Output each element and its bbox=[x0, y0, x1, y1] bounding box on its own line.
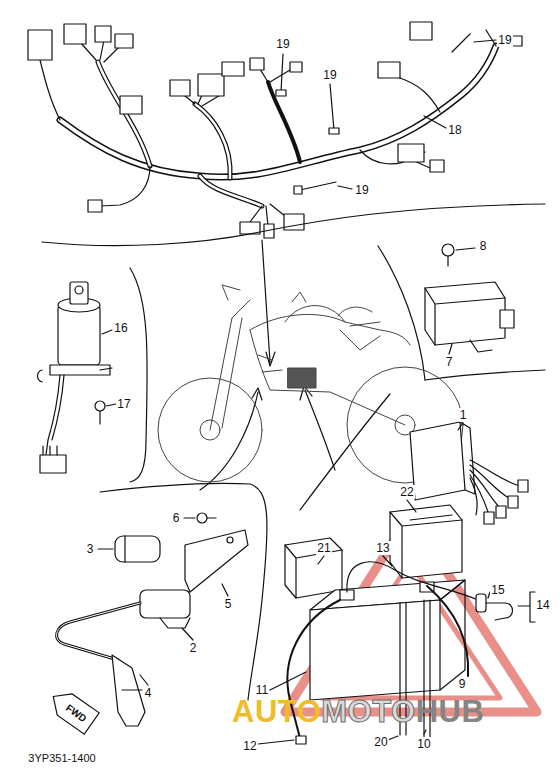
callout-number: 7 bbox=[445, 355, 454, 369]
callout-number: 13 bbox=[375, 541, 390, 555]
callout-number: 22 bbox=[399, 485, 414, 499]
callout-number: 9 bbox=[458, 677, 467, 691]
callout-number: 14 bbox=[535, 598, 550, 612]
callout-number: 19 bbox=[275, 37, 290, 51]
main-switch bbox=[38, 282, 117, 473]
wire-clamp bbox=[276, 34, 496, 194]
callout-number: 16 bbox=[113, 321, 128, 335]
callout-number: 8 bbox=[479, 239, 488, 253]
callout-number: 17 bbox=[116, 397, 131, 411]
panel-outline bbox=[42, 204, 545, 700]
part-code: 3YP351-1400 bbox=[27, 752, 96, 764]
callout-number: 15 bbox=[490, 583, 505, 597]
callout-number: 3 bbox=[86, 542, 95, 556]
watermark: HUB bbox=[416, 694, 485, 730]
callout-number: 19 bbox=[354, 183, 369, 197]
arrow-shape bbox=[45, 686, 98, 734]
wire-harness bbox=[28, 22, 522, 238]
watermark: MOTO bbox=[321, 694, 415, 730]
callout-number: 18 bbox=[447, 123, 462, 137]
callout-number: 10 bbox=[416, 737, 431, 751]
watermark: AUTO bbox=[232, 694, 321, 730]
callout-number: 4 bbox=[144, 686, 153, 700]
callout-number: 1 bbox=[459, 408, 468, 422]
callout-number: 2 bbox=[189, 641, 198, 655]
callout-number: 20 bbox=[373, 735, 388, 749]
rectifier-regulator bbox=[425, 244, 514, 354]
callout-number: 6 bbox=[172, 511, 181, 525]
callout-number: 21 bbox=[316, 541, 331, 555]
callout-number: 5 bbox=[224, 597, 233, 611]
direction-text: FWD bbox=[63, 702, 88, 724]
ignition-coil bbox=[57, 513, 248, 726]
direction-arrow: FWD bbox=[44, 684, 100, 735]
callout-number: 19 bbox=[322, 68, 337, 82]
callout-number: 19 bbox=[497, 33, 512, 47]
callout-number: 12 bbox=[242, 739, 257, 753]
